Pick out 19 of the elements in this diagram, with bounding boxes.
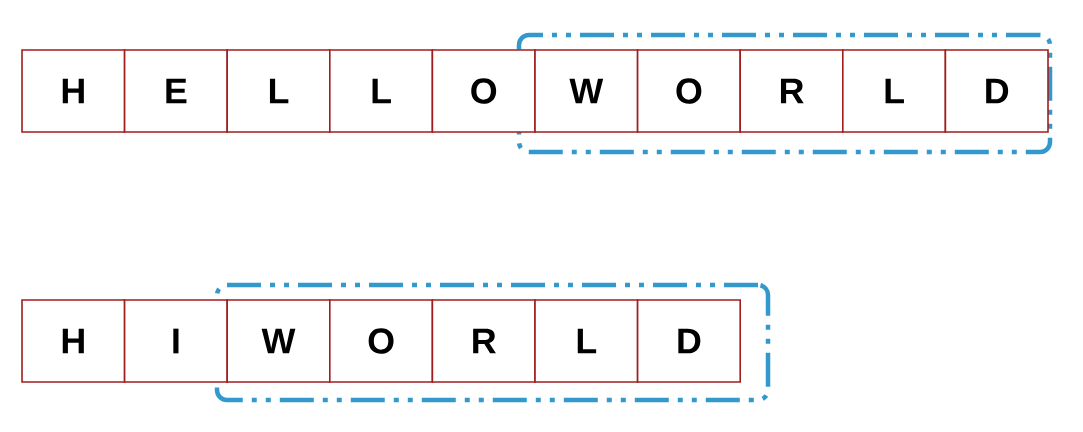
highlight-frame bbox=[516, 32, 1053, 155]
letter-cell: D bbox=[636, 299, 741, 383]
letter-cell: O bbox=[636, 49, 741, 133]
letter-cell: L bbox=[534, 299, 639, 383]
letter-cell: R bbox=[431, 299, 536, 383]
letter-cell: E bbox=[123, 49, 228, 133]
letter-cell: I bbox=[123, 299, 228, 383]
letter-cell: L bbox=[329, 49, 434, 133]
letter-cell: L bbox=[842, 49, 947, 133]
letter-cell: R bbox=[739, 49, 844, 133]
letter-cell: O bbox=[431, 49, 536, 133]
letter-cell: D bbox=[944, 49, 1049, 133]
highlight-frame bbox=[214, 282, 771, 403]
letter-cell: L bbox=[226, 49, 331, 133]
letter-cell: W bbox=[226, 299, 331, 383]
letter-cell: H bbox=[21, 49, 126, 133]
letter-cell: H bbox=[21, 299, 126, 383]
letter-cell: W bbox=[534, 49, 639, 133]
letter-cell: O bbox=[329, 299, 434, 383]
